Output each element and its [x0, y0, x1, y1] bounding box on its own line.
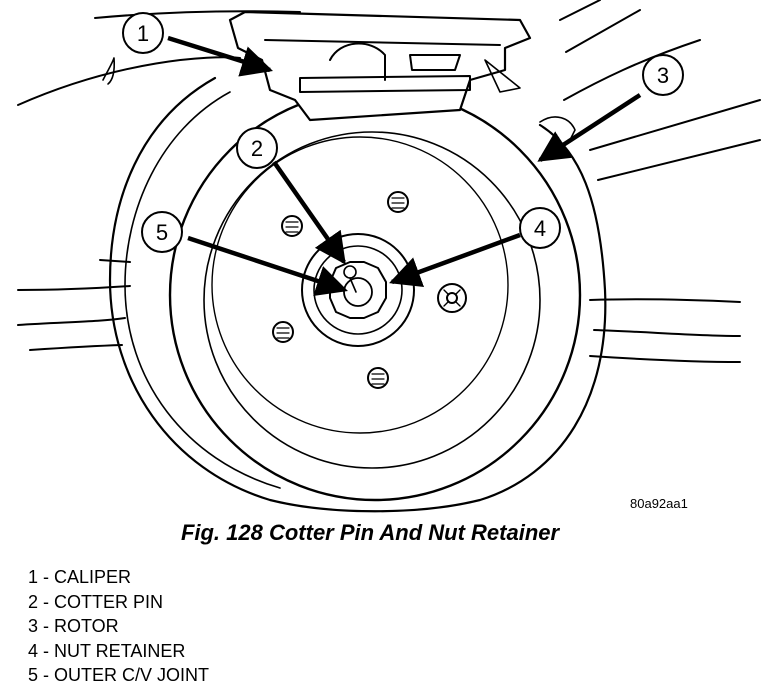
figure-caption: Fig. 128 Cotter Pin And Nut Retainer — [180, 520, 560, 545]
caliper-body — [228, 10, 532, 122]
suspension-line — [589, 355, 741, 363]
legend-text: OUTER C/V JOINT — [54, 665, 210, 685]
caliper-detail — [264, 39, 501, 46]
callout-number-1: 1 — [137, 21, 149, 46]
legend-item: 2 - COTTER PIN — [28, 590, 209, 615]
legend-separator: - — [38, 665, 55, 685]
legend-text: NUT RETAINER — [54, 640, 186, 661]
leader-4 — [389, 232, 521, 288]
legend-item: 1 - CALIPER — [28, 565, 209, 590]
legend-number: 3 — [28, 616, 39, 636]
leader-1 — [167, 35, 274, 77]
rotor-hat — [211, 136, 509, 434]
callout-number-5: 5 — [156, 220, 168, 245]
legend-text: CALIPER — [54, 567, 132, 587]
legend-item: 3 - ROTOR — [28, 614, 209, 639]
leader-2 — [272, 160, 346, 265]
wheel-stud — [367, 367, 389, 389]
legend-item: 4 - NUT RETAINER — [28, 639, 209, 664]
legend-number: 5 — [28, 665, 39, 685]
legend-separator: - — [38, 640, 55, 661]
legend-separator: - — [38, 567, 55, 587]
frame-line — [563, 39, 701, 101]
axle-shaft — [589, 99, 761, 151]
legend-text: COTTER PIN — [54, 591, 164, 612]
frame-line — [565, 9, 641, 53]
caliper-detail — [329, 42, 386, 81]
caliper-bracket — [484, 59, 521, 93]
caliper-detail — [299, 75, 471, 93]
callout-number-4: 4 — [534, 216, 546, 241]
legend-item: 5 - OUTER C/V JOINT — [28, 663, 209, 688]
legend-number: 1 — [28, 567, 39, 587]
wheel-stud — [272, 321, 294, 343]
dust-shield-inner — [124, 91, 281, 489]
suspension-line — [17, 317, 126, 326]
callout-number-2: 2 — [251, 136, 263, 161]
brake-hose — [102, 57, 116, 85]
callout-number-3: 3 — [657, 63, 669, 88]
hub-outer — [301, 233, 415, 347]
legend-number: 4 — [28, 640, 39, 661]
figure-code: 80a92aa1 — [630, 496, 688, 511]
brake-assembly-illustration: 1 2 3 4 5 — [17, 0, 761, 513]
dust-shield — [108, 76, 607, 513]
frame-line — [559, 0, 601, 21]
legend-separator: - — [38, 616, 55, 636]
leader-5 — [187, 235, 348, 297]
axle-nut — [343, 277, 373, 307]
suspension-line — [593, 329, 741, 337]
suspension-line — [29, 344, 123, 351]
legend-number: 2 — [28, 591, 39, 612]
body-panel-line — [17, 56, 241, 106]
caliper-detail — [409, 54, 461, 71]
body-panel-line — [94, 10, 301, 19]
cotter-pin-head — [343, 265, 357, 279]
axle-shaft — [597, 139, 761, 181]
suspension-line — [99, 259, 131, 263]
callout-circle-5 — [141, 211, 183, 253]
callout-circle-2 — [236, 127, 278, 169]
cotter-pin-leg — [349, 277, 357, 293]
suspension-line — [17, 285, 131, 291]
legend-separator: - — [38, 591, 55, 612]
suspension-line — [589, 298, 741, 303]
legend-text: ROTOR — [54, 616, 119, 636]
leader-3 — [537, 93, 642, 162]
callout-circle-1 — [122, 12, 164, 54]
rotor-inner — [203, 131, 541, 469]
callout-circle-3 — [642, 54, 684, 96]
legend-list: 1 - CALIPER 2 - COTTER PIN 3 - ROTOR 4 -… — [28, 565, 209, 688]
wheel-stud — [281, 215, 303, 237]
rotor-edge-bracket — [539, 116, 576, 141]
wheel-stud — [387, 191, 409, 213]
wheel-stud — [437, 283, 467, 313]
callout-circle-4 — [519, 207, 561, 249]
